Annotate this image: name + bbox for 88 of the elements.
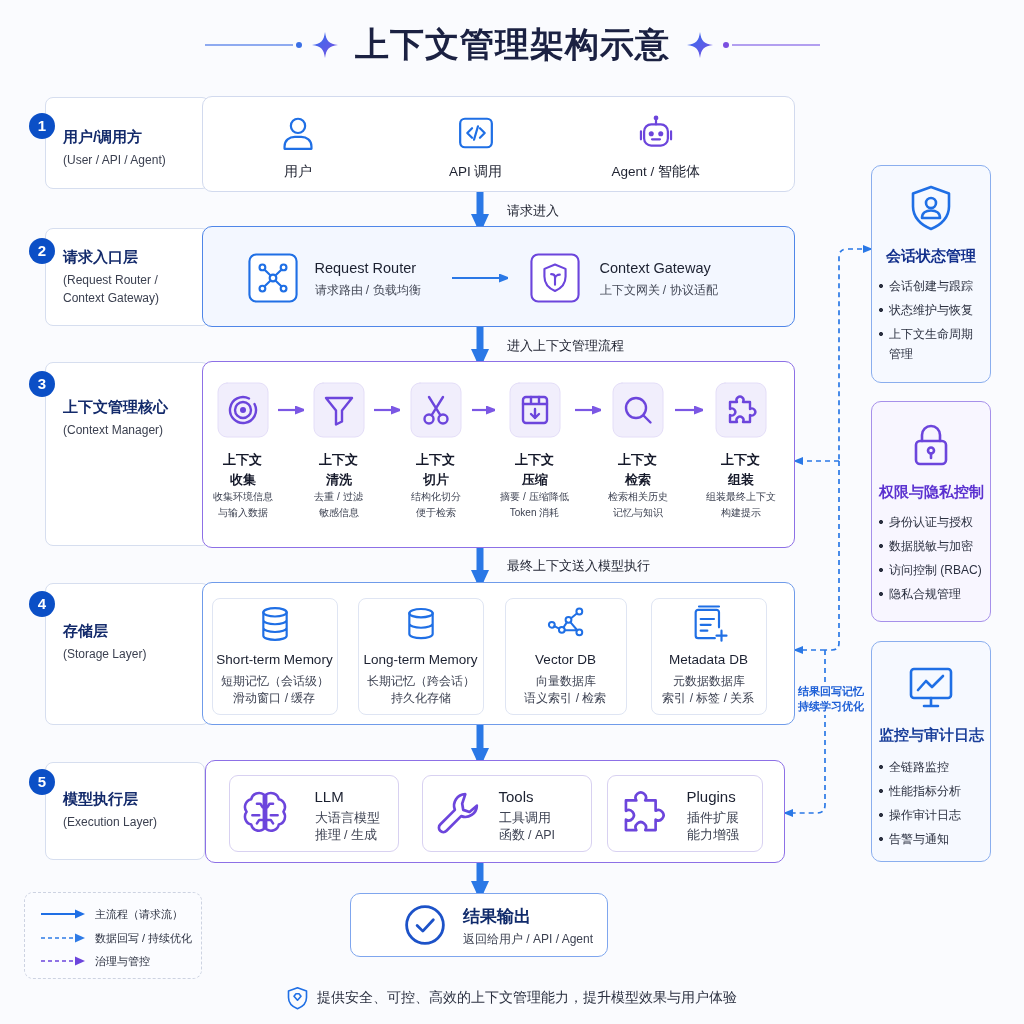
step-title: 上下文清洗 [318, 450, 359, 489]
card-description: 插件扩展 [686, 809, 739, 826]
card-title: Short-term Memory [216, 650, 333, 669]
side-panel [871, 165, 991, 383]
component-title: Context Gateway [599, 258, 711, 278]
card-title: LLM [314, 786, 344, 807]
footer-note: 提供安全、可控、高效的上下文管理能力，提升模型效果与用户体验 [317, 989, 737, 1007]
storage-card [211, 597, 338, 715]
legend-label: 数据回写 / 持续优化 [95, 930, 193, 946]
number-badge: 3 [29, 371, 55, 397]
side-panel [871, 641, 991, 862]
component-description: 上下文网关 / 协议适配 [599, 281, 718, 298]
card-description: 能力增强 [686, 826, 739, 843]
number-badge: 2 [29, 238, 55, 264]
card-description: 短期记忆（会话级） [220, 672, 329, 690]
layer-subtitle: (Request Router / Context Gateway) [63, 272, 161, 307]
layer-panel [202, 582, 795, 725]
result-card [350, 893, 608, 957]
step-description: 检索相关历史记忆与知识 [606, 489, 669, 520]
result-title: 结果输出 [463, 906, 531, 928]
step-description: 组装最终上下文构建提示 [704, 489, 777, 520]
edge-label: 进入上下文管理流程 [507, 337, 624, 355]
step-description: 摘要 / 压缩降低 Token 消耗 [499, 489, 570, 520]
dashed-line [824, 460, 840, 651]
bullet-item: 访问控制 (RBAC) [878, 560, 982, 580]
step-title: 上下文组装 [720, 450, 761, 489]
layer-subtitle: (Context Manager) [63, 422, 164, 439]
card-description: 大语言模型 [314, 809, 380, 826]
edge-label: 结果回写记忆持续学习优化 [797, 683, 865, 715]
module-card [606, 774, 763, 852]
side-panel [871, 401, 991, 622]
card-description: 函数 / API [498, 826, 556, 843]
layer-label-card [29, 762, 205, 860]
number-badge: 1 [29, 113, 55, 139]
component-title: Request Router [314, 258, 417, 278]
storage-card [504, 597, 627, 715]
card-description: 语义索引 / 检索 [524, 689, 607, 707]
item-label: Agent / 智能体 [611, 163, 700, 181]
card-description: 工具调用 [498, 809, 551, 826]
panel-title: 监控与审计日志 [878, 726, 984, 745]
storage-card [357, 597, 484, 715]
layer-panel [205, 760, 785, 863]
step-description: 收集环境信息与输入数据 [211, 489, 274, 520]
card-title: Tools [498, 786, 534, 807]
legend-label: 治理与管控 [95, 954, 150, 969]
step-title: 上下文压缩 [514, 450, 555, 489]
layer-panel [202, 226, 795, 327]
legend-label: 主流程（请求流） [95, 907, 183, 922]
item-label: API 调用 [448, 163, 503, 181]
storage-card [650, 597, 767, 715]
layer-title: 用户/调用方 [63, 127, 143, 147]
card-description: 向量数据库 [535, 672, 596, 690]
component-description: 请求路由 / 负载均衡 [314, 281, 421, 298]
layer-panel [202, 361, 795, 548]
step-title: 上下文检索 [617, 450, 658, 489]
card-title: Plugins [686, 786, 736, 807]
layer-subtitle: (Execution Layer) [63, 814, 158, 831]
title: 上下文管理架构示意 [354, 24, 670, 65]
number-badge: 5 [29, 769, 55, 795]
layer-title: 上下文管理核心 [63, 397, 168, 417]
edge-label: 最终上下文送入模型执行 [507, 557, 650, 575]
card-description: 持久化存储 [390, 689, 451, 707]
layer-title: 请求入口层 [63, 247, 138, 267]
module-card [421, 774, 592, 852]
module-card [228, 774, 399, 852]
step-title: 上下文切片 [415, 450, 456, 489]
layer-subtitle: (Storage Layer) [63, 646, 147, 663]
card-description: 元数据数据库 [672, 672, 745, 690]
step-description: 结构化切分便于检索 [409, 489, 462, 520]
layer-subtitle: (User / API / Agent) [63, 152, 166, 169]
card-title: Long-term Memory [363, 650, 478, 669]
card-description: 索引 / 标签 / 关系 [662, 689, 755, 707]
card-title: Vector DB [535, 650, 596, 669]
card-description: 滑动窗口 / 缓存 [233, 689, 316, 707]
number-badge: 4 [29, 591, 55, 617]
panel-title: 会话状态管理 [886, 247, 976, 266]
card-description: 推理 / 生成 [314, 826, 377, 843]
result-description: 返回给用户 / API / Agent [463, 931, 594, 947]
card-title: Metadata DB [669, 650, 748, 669]
edge-label: 请求进入 [507, 202, 559, 220]
layer-title: 存储层 [63, 621, 108, 641]
step-title: 上下文收集 [222, 450, 263, 489]
panel-title: 权限与隐私控制 [878, 483, 984, 502]
step-description: 去重 / 过滤敏感信息 [313, 489, 364, 520]
layer-panel [202, 96, 795, 192]
item-label: 用户 [283, 163, 312, 181]
layer-title: 模型执行层 [63, 789, 138, 809]
card-description: 长期记忆（跨会话） [366, 672, 475, 690]
